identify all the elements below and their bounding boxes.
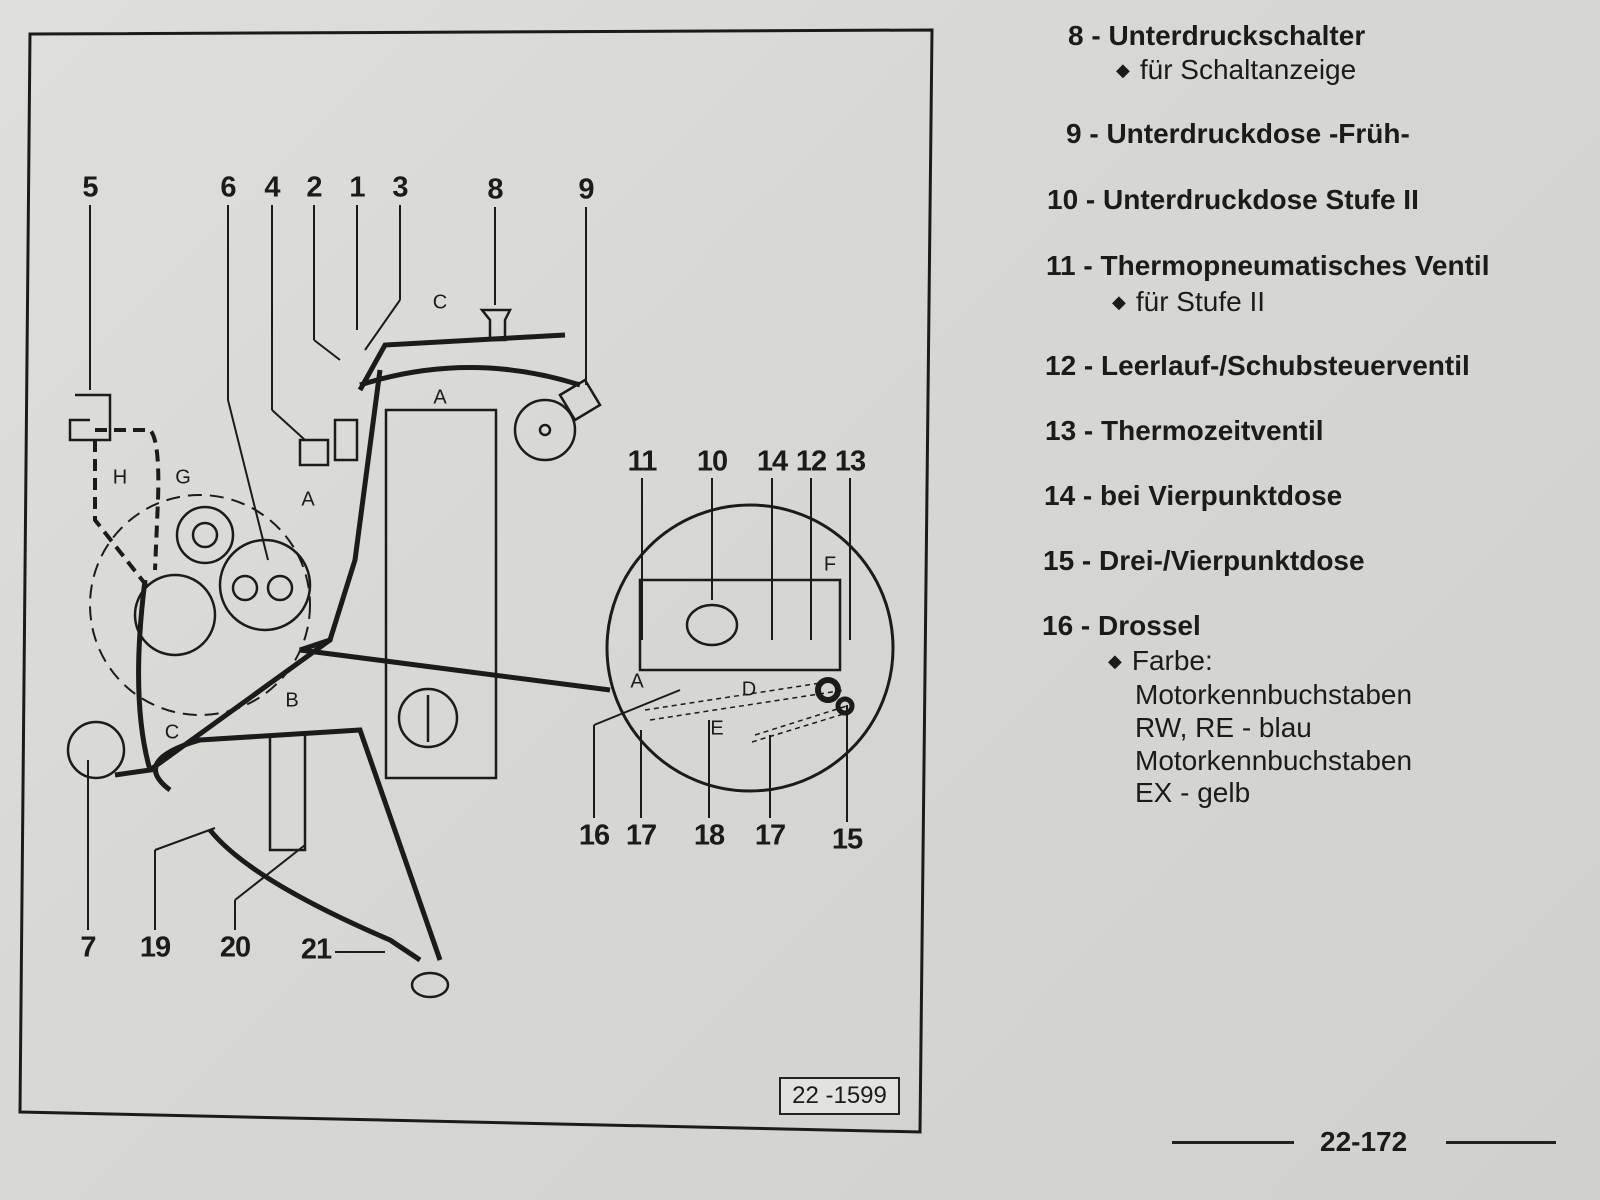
- callout-1: 1: [349, 171, 365, 204]
- footer-rule-left: [1172, 1141, 1294, 1144]
- callout-12: 12: [795, 445, 827, 478]
- legend-note-line: Motorkennbuchstaben: [1135, 745, 1413, 776]
- hose-letter-g: G: [175, 466, 191, 489]
- callout-5: 5: [82, 171, 98, 204]
- leader-lines: [87, 205, 851, 953]
- legend-item-14: 14 - bei Vierpunktdose: [1044, 480, 1343, 511]
- callout-3: 3: [392, 171, 408, 204]
- callout-10: 10: [696, 445, 728, 478]
- legend-item-10: 10 - Unterdruckdose Stufe II: [1047, 184, 1419, 215]
- callout-16: 16: [578, 819, 610, 852]
- callout-4: 4: [264, 171, 280, 204]
- callout-6: 6: [220, 171, 236, 204]
- hose-letter-h: H: [112, 466, 128, 489]
- legend-note-line: RW, RE - blau: [1135, 712, 1312, 743]
- callout-17b: 17: [754, 819, 786, 852]
- callout-9: 9: [578, 173, 594, 206]
- callout-2: 2: [306, 171, 322, 204]
- legend-note: Farbe:: [1131, 645, 1213, 676]
- diamond-bullet-icon: ◆: [1116, 60, 1130, 80]
- page-number: 22-172: [1320, 1126, 1408, 1157]
- engine-parts: [66, 308, 895, 999]
- vacuum-hoses: [114, 332, 611, 963]
- callout-13: 13: [834, 445, 866, 478]
- hose-letter-e: E: [710, 717, 724, 740]
- figure-frame: [18, 28, 934, 1134]
- legend-item-12: 12 - Leerlauf-/Schubsteuerventil: [1045, 350, 1470, 381]
- diamond-bullet-icon: ◆: [1108, 651, 1122, 671]
- hose-letter-c2: C: [164, 721, 180, 744]
- legend-item-16: 16 - Drossel: [1042, 610, 1201, 641]
- hose-letter-a2: A: [301, 488, 315, 511]
- callout-17: 17: [625, 819, 657, 852]
- callout-15: 15: [831, 823, 863, 856]
- legend-item-8: 8 - Unterdruckschalter: [1068, 20, 1366, 51]
- figure-code: 22 -1599: [779, 1077, 900, 1115]
- callout-7: 7: [80, 931, 96, 964]
- hose-letter-a3: A: [630, 670, 644, 693]
- legend-note-line: EX - gelb: [1135, 777, 1251, 808]
- hose-letter-d: D: [741, 678, 757, 701]
- hose-letter-f: F: [823, 553, 837, 576]
- legend-item-13: 13 - Thermozeitventil: [1045, 415, 1324, 446]
- footer-rule-right: [1446, 1141, 1556, 1144]
- legend-item-9: 9 - Unterdruckdose -Früh-: [1066, 118, 1410, 149]
- callout-20: 20: [219, 931, 251, 964]
- callout-18: 18: [693, 819, 725, 852]
- hose-letter-c: C: [432, 291, 448, 314]
- legend-note: für Stufe II: [1135, 286, 1266, 317]
- diamond-bullet-icon: ◆: [1112, 292, 1126, 312]
- legend-item-15: 15 - Drei-/Vierpunktdose: [1043, 545, 1365, 576]
- callout-8: 8: [487, 173, 503, 206]
- callout-14: 14: [756, 445, 788, 478]
- legend-note-line: Motorkennbuchstaben: [1135, 679, 1413, 710]
- callout-19: 19: [139, 931, 171, 964]
- callout-21: 21: [300, 933, 332, 966]
- hose-letter-b: B: [285, 689, 299, 712]
- legend-note: für Schaltanzeige: [1139, 54, 1357, 85]
- hose-letter-a: A: [433, 386, 447, 409]
- legend-item-11: 11 - Thermopneumatisches Ventil: [1046, 250, 1490, 281]
- callout-11: 11: [627, 445, 658, 478]
